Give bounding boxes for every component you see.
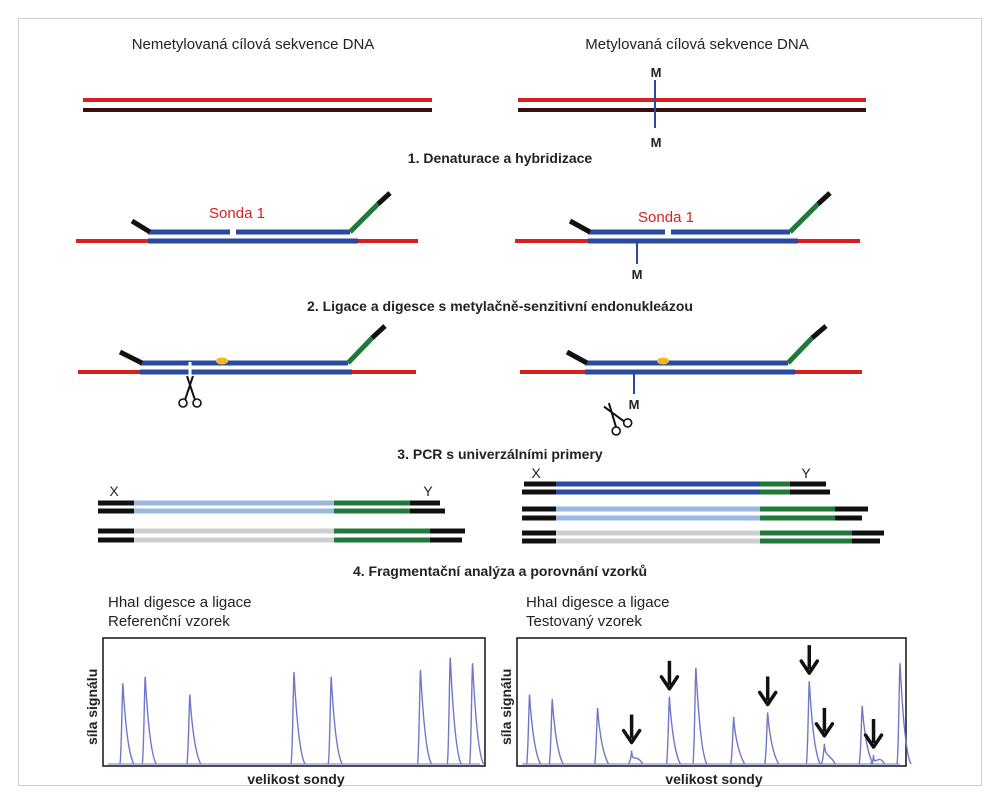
peak-4 — [627, 750, 644, 765]
primer-x-right: X — [531, 465, 541, 481]
left-panel-title-2: Referenční vzorek — [108, 613, 230, 630]
peak-1 — [119, 683, 135, 765]
pcr-right-products — [522, 481, 884, 544]
peak-8 — [468, 663, 485, 765]
left-top-title: Nemetylovaná cílová sekvence DNA — [132, 36, 375, 53]
step2-left-ligation — [78, 324, 416, 380]
peak-5 — [665, 696, 682, 765]
peak-1 — [525, 694, 542, 765]
peak-13 — [896, 663, 912, 765]
meth-mark-bottom: M — [651, 135, 662, 150]
step2-title: 2. Ligace a digesce s metylačně-senzitiv… — [307, 298, 693, 314]
left-panel-title-1: HhaI digesce a ligace — [108, 594, 251, 611]
left-xlabel: velikost sondy — [247, 771, 344, 787]
peak-9 — [805, 681, 821, 765]
primer-y-right: Y — [801, 465, 811, 481]
peak-8 — [764, 712, 780, 765]
peak-2 — [141, 676, 157, 765]
meth-mark-top: M — [651, 65, 662, 80]
peak-4 — [290, 672, 306, 765]
left-electropherogram — [108, 657, 485, 765]
peak-12 — [869, 754, 886, 765]
primer-y-left: Y — [423, 483, 433, 499]
right-ylabel: síla signálu — [498, 669, 514, 745]
down-arrow-icon — [863, 719, 884, 749]
down-arrow-icon — [659, 660, 680, 691]
right-top-title: Metylovaná cílová sekvence DNA — [585, 36, 808, 53]
peak-7 — [729, 716, 746, 765]
down-arrow-icon — [757, 676, 778, 707]
peak-3 — [186, 694, 202, 765]
left-electropherogram-frame — [102, 637, 486, 767]
figure-frame — [18, 18, 982, 786]
peak-10 — [820, 743, 837, 765]
pcr-left-products — [98, 500, 465, 543]
top-left-dna — [83, 98, 432, 112]
peak-3 — [593, 707, 610, 765]
left-ylabel: síla signálu — [84, 669, 100, 745]
probe-label-right: Sonda 1 — [638, 209, 694, 226]
down-arrow-icon — [621, 714, 642, 745]
peak-11 — [858, 705, 874, 765]
right-panel-title-2: Testovaný vzorek — [526, 613, 642, 630]
peak-7 — [446, 657, 462, 765]
step1-right-hybrid — [515, 191, 860, 264]
scissors-icon — [603, 402, 633, 436]
step2-right-ligation — [520, 324, 862, 394]
step1-left-hybrid — [76, 191, 418, 244]
peak-6 — [416, 669, 433, 765]
right-electropherogram — [522, 645, 912, 765]
step3-title: 3. PCR s univerzálními primery — [397, 446, 603, 462]
down-arrow-icon — [814, 707, 835, 738]
down-arrow-icon — [799, 645, 820, 675]
ligation-dot-right — [657, 357, 669, 365]
right-xlabel: velikost sondy — [665, 771, 762, 787]
right-electropherogram-frame — [516, 637, 907, 767]
scissors-icon — [178, 375, 202, 408]
right-panel-title-1: HhaI digesce a ligace — [526, 594, 669, 611]
step1-title: 1. Denaturace a hybridizace — [408, 150, 593, 166]
peak-5 — [327, 676, 343, 765]
step1-meth-mark: M — [632, 267, 643, 282]
step2-meth-mark: M — [629, 397, 640, 412]
top-right-dna — [518, 80, 866, 128]
primer-x-left: X — [109, 483, 119, 499]
ligation-dot-left — [216, 357, 228, 365]
peak-6 — [692, 667, 708, 765]
step4-title: 4. Fragmentační analýza a porovnání vzor… — [353, 563, 647, 579]
probe-label-left: Sonda 1 — [209, 205, 265, 222]
peak-2 — [548, 698, 564, 765]
